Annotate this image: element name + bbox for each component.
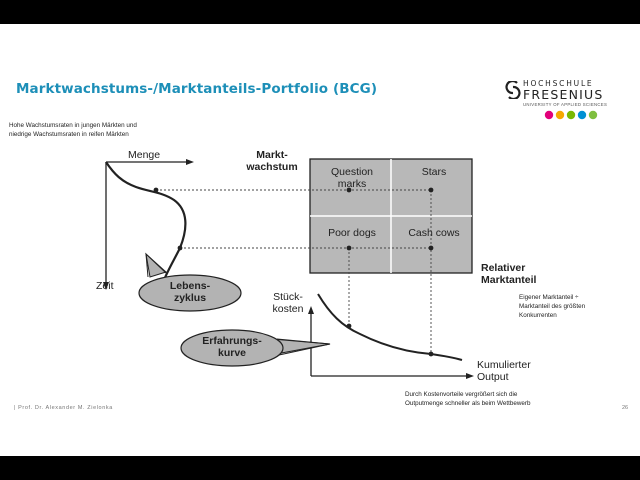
kumulierter-output-line-2: Output [477,371,509,383]
logo-mark-icon [505,81,521,99]
footer-author: | Prof. Dr. Alexander M. Zielonka [14,405,113,411]
matrix-point-question-marks [346,187,352,193]
bcg-diagram: Question marks Stars Poor dogs Cash cows… [96,149,537,383]
quadrant-stars: Stars [422,166,447,178]
note-top-line-2: niedrige Wachstumsraten in reifen Märkte… [9,131,129,138]
experience-point-1 [346,323,352,329]
logo-line1: HOCHSCHULE [523,79,594,88]
logo-line3: UNIVERSITY OF APPLIED SCIENCES [523,102,608,107]
matrix-point-stars [428,187,434,193]
quadrant-question-marks-line-1: Question [331,166,373,178]
logo-dot-icon [588,110,598,120]
relativer-marktanteil-line-1: Relativer [481,262,525,274]
logo-dot-icon [555,110,565,120]
lebenszyklus-label-line-1: Lebens- [170,280,211,292]
note-bottom-line-1: Durch Kostenvorteile vergrößert sich die [405,391,518,398]
quadrant-cash-cows: Cash cows [408,227,459,239]
lifecycle-axis-menge: Menge [128,149,160,161]
erfahrungskurve-label-line-2: kurve [218,347,246,359]
experience-curve [317,293,463,361]
note-right-line-3: Konkurrenten [519,312,557,319]
note-right: Eigener Marktanteil ÷ Marktanteil des gr… [519,293,585,320]
quadrant-question-marks-line-2: marks [338,178,367,190]
slide: Marktwachstums-/Marktanteils-Portfolio (… [0,24,640,456]
lifecycle-point-1 [153,187,159,193]
page-number: 26 [622,405,629,411]
erfahrungskurve-label-line-1: Erfahrungs- [202,335,262,347]
experience-point-2 [428,351,434,357]
lifecycle-axis-zeit: Zeit [96,280,114,292]
marktwachstum-label-line-2: wachstum [245,161,297,173]
note-top-line-1: Hohe Wachstumsraten in jungen Märkten un… [9,122,137,129]
kumulierter-output-line-1: Kumulierter [477,359,531,371]
lebenszyklus-label-line-2: zyklus [174,292,206,304]
experience-x-axis-arrow-icon [466,373,474,379]
logo-dot-icon [577,110,587,120]
logo-dots-icon [544,110,598,120]
note-right-line-2: Marktanteil des größten [519,303,586,310]
experience-y-axis-arrow-icon [308,306,314,314]
lifecycle-y-axis-arrow-icon [103,282,109,290]
stueckkosten-label-line-1: Stück- [273,291,303,303]
note-bottom-line-2: Outputmenge schneller als beim Wettbewer… [405,400,531,407]
lifecycle-point-2 [177,245,183,251]
stueckkosten-label-line-2: kosten [273,303,304,315]
lifecycle-x-axis-arrow-icon [186,159,194,165]
logo-dot-icon [566,110,576,120]
matrix-point-poor-dogs [346,245,352,251]
note-right-line-1: Eigener Marktanteil ÷ [519,294,579,301]
note-bottom: Durch Kostenvorteile vergrößert sich die… [405,390,531,408]
logo-dot-icon [544,110,554,120]
slide-title: Marktwachstums-/Marktanteils-Portfolio (… [16,81,378,97]
lebenszyklus-bubble [138,274,242,312]
erfahrungskurve-bubble [180,329,284,367]
note-top: Hohe Wachstumsraten in jungen Märkten un… [9,121,137,139]
matrix-point-cash-cows [428,245,434,251]
logo-line2: FRESENIUS [523,87,604,102]
university-logo: HOCHSCHULE FRESENIUS UNIVERSITY OF APPLI… [503,77,633,125]
quadrant-poor-dogs: Poor dogs [328,227,376,239]
marktwachstum-label-line-1: Markt- [256,149,288,161]
relativer-marktanteil-line-2: Marktanteil [481,274,537,286]
lifecycle-curve [105,161,187,281]
